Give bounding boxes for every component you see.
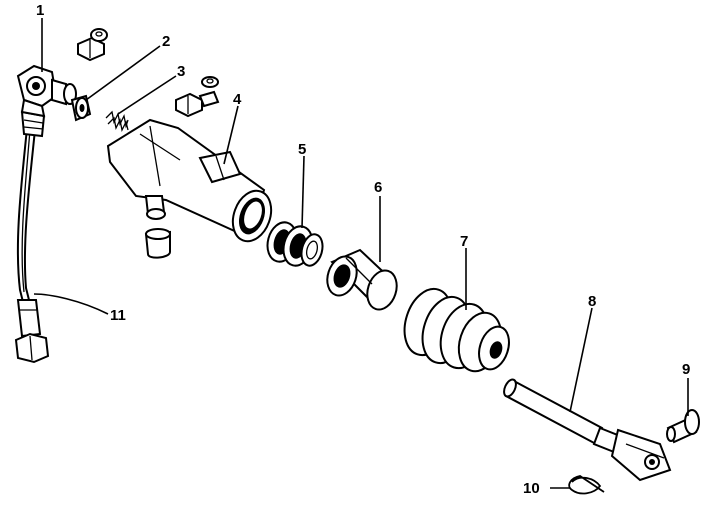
- part-6-sleeve: [326, 248, 398, 311]
- bleeder-screw: [77, 28, 108, 62]
- callout-3: 3: [177, 63, 185, 80]
- callout-11: 11: [110, 307, 126, 324]
- callout-6: 6: [374, 179, 382, 196]
- part-11-flexible-hose: [14, 64, 77, 364]
- part-10-spring-clip: [568, 475, 605, 495]
- part-4-cylinder-body: [106, 118, 273, 243]
- part-9-clevis-pin: [666, 409, 700, 444]
- callout-4: 4: [233, 91, 242, 108]
- callout-labels: 1 2 3 4 5 6 7 8 9 10 11: [36, 2, 690, 497]
- callout-5: 5: [298, 141, 306, 158]
- bleeder-cap: [144, 228, 171, 259]
- leader-lines: [33, 18, 689, 489]
- callout-2: 2: [162, 33, 170, 50]
- callout-7: 7: [460, 233, 468, 250]
- part-3-spring: [105, 110, 129, 132]
- callout-10: 10: [523, 480, 540, 497]
- mounting-bolt: [175, 76, 220, 118]
- part-5-piston-seals: [266, 221, 324, 267]
- part-7-rubber-boot: [403, 287, 510, 373]
- part-2-dust-cap: [70, 94, 92, 122]
- callout-1: 1: [36, 2, 44, 19]
- callout-9: 9: [682, 361, 690, 378]
- part-8-push-rod: [503, 378, 672, 482]
- callout-8: 8: [588, 293, 596, 310]
